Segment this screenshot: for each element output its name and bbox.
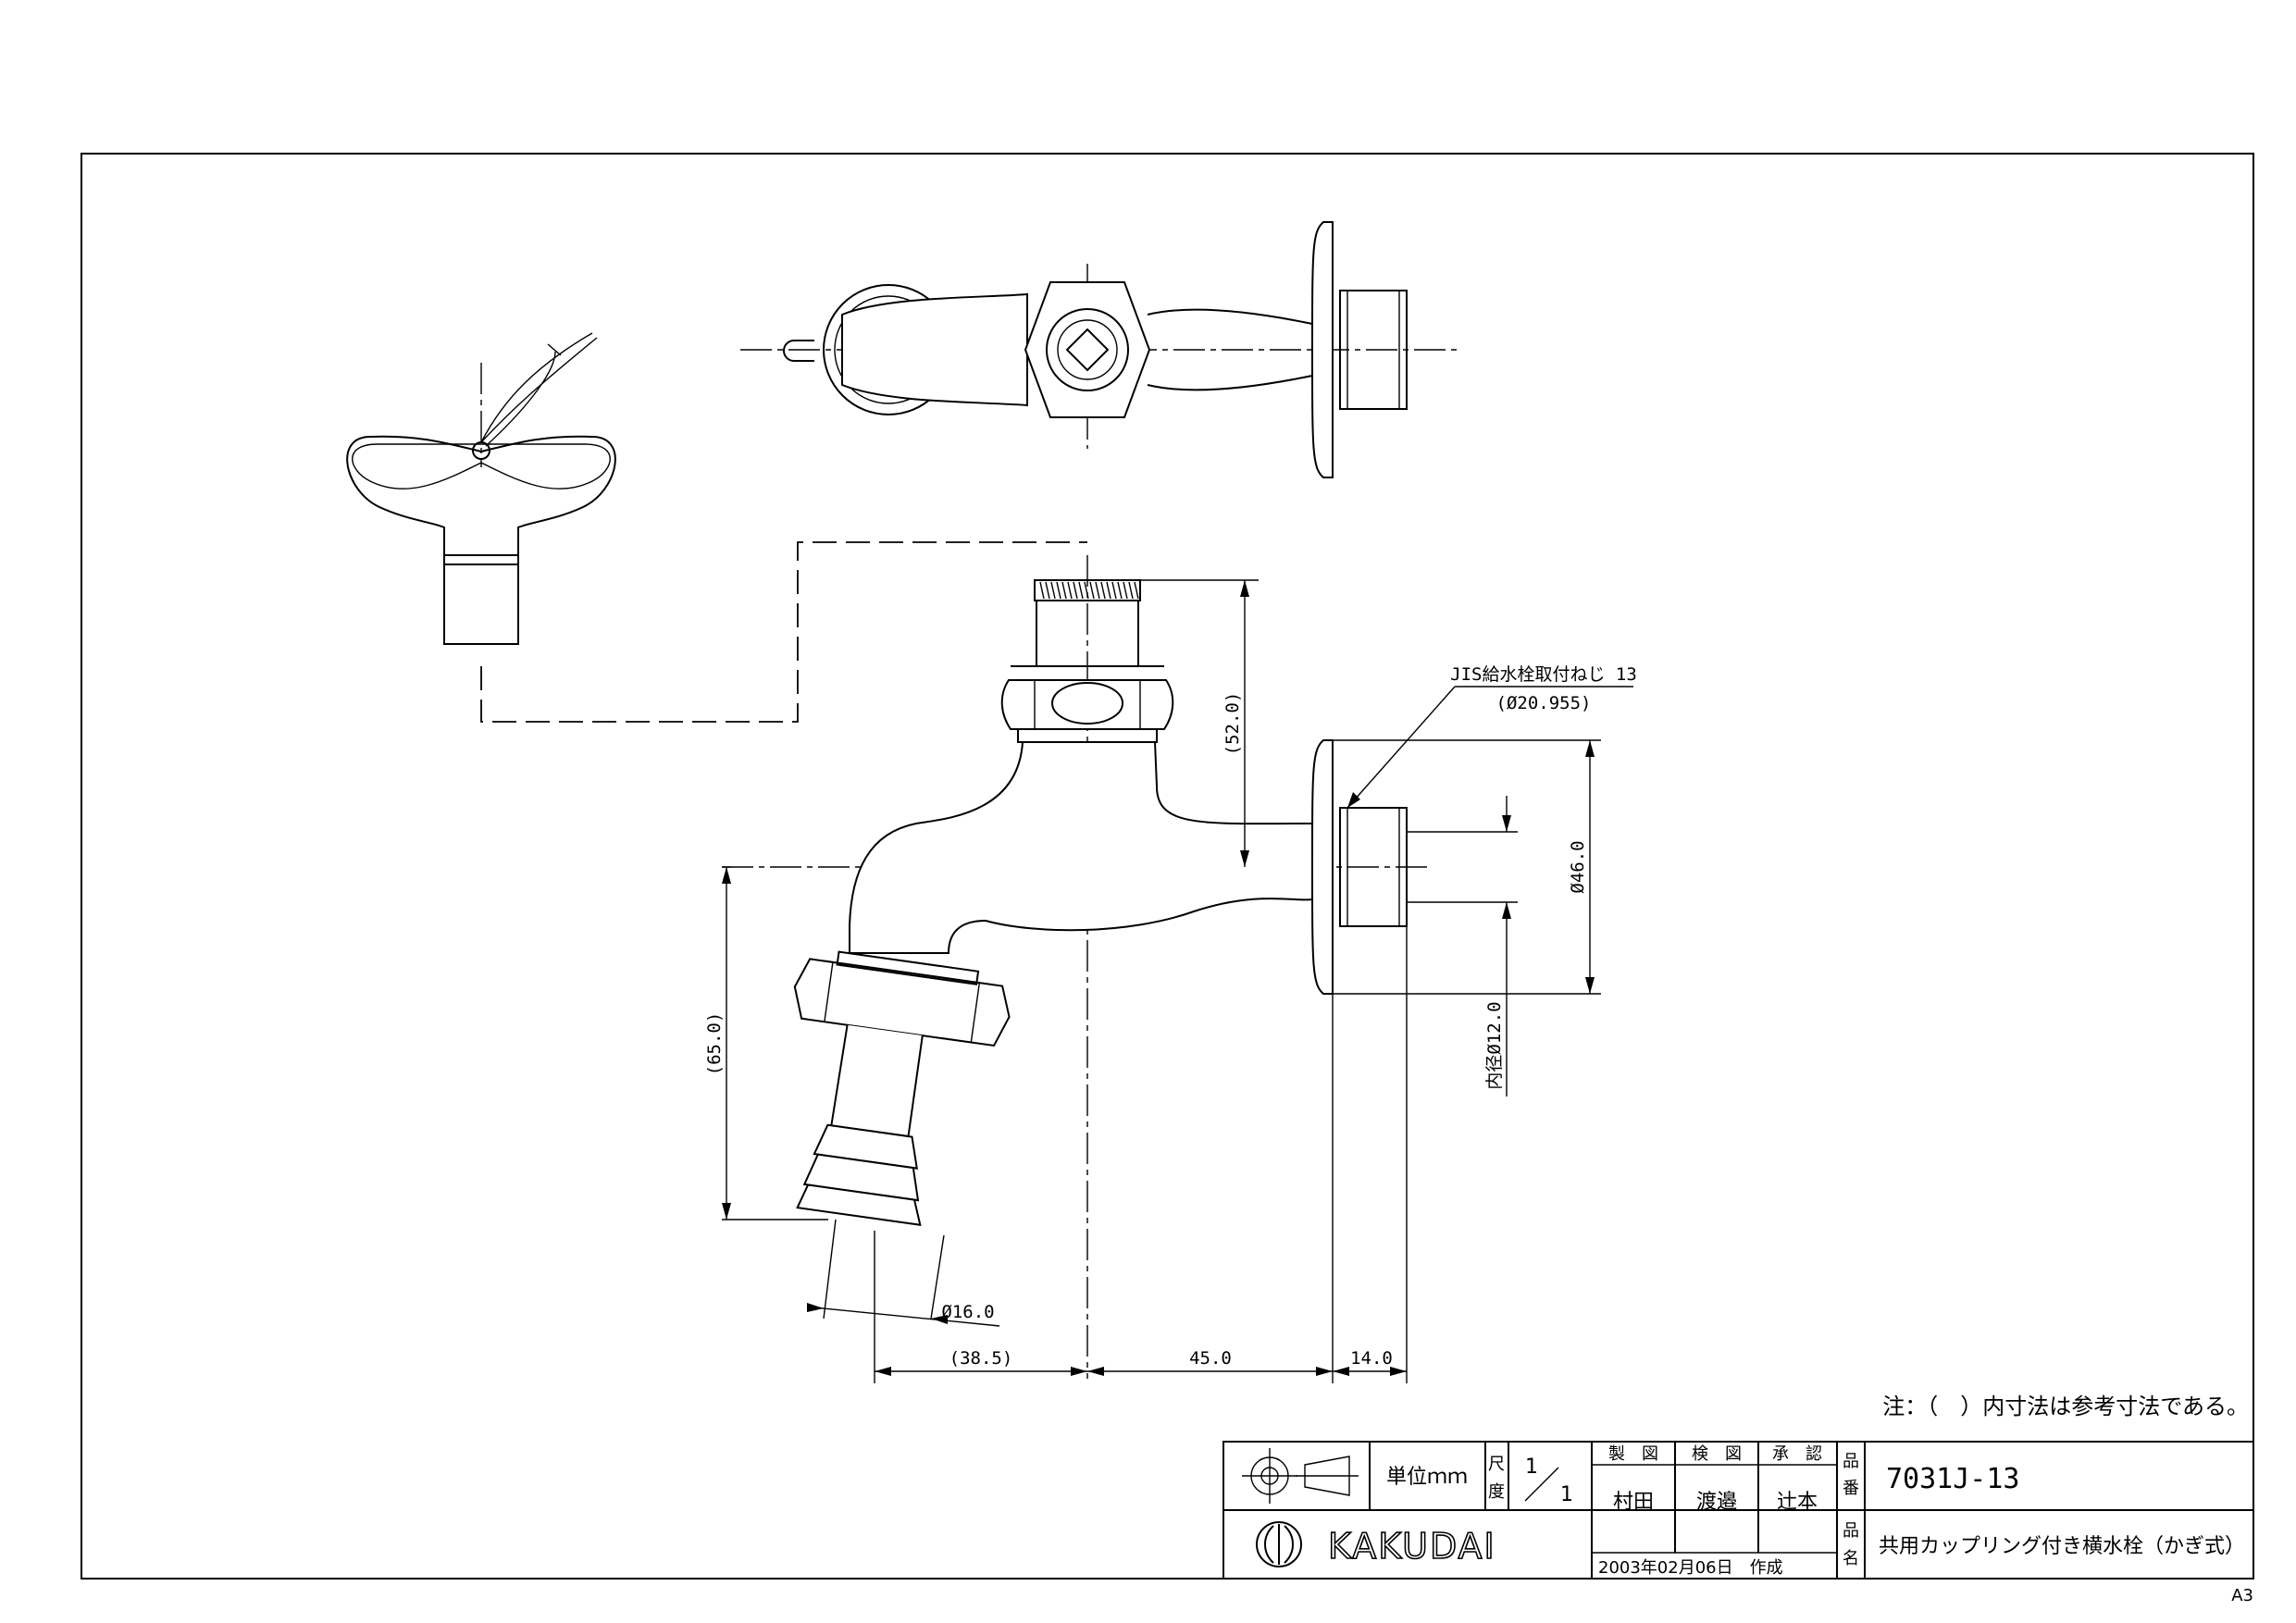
key-handle-outline bbox=[346, 435, 616, 565]
check-label: 検 図 bbox=[1692, 1444, 1742, 1464]
dim-length-body: 45.0 bbox=[1189, 1348, 1232, 1369]
front-knurled-cap bbox=[1034, 579, 1141, 601]
front-body bbox=[849, 741, 1313, 954]
check-name: 渡邉 bbox=[1696, 1491, 1737, 1514]
front-coupling-group bbox=[793, 950, 1011, 1226]
dim-hose-dia: Ø16.0 bbox=[941, 1302, 994, 1322]
key-string-2 bbox=[480, 337, 598, 443]
knurl-line bbox=[1061, 581, 1067, 600]
front-thread bbox=[1339, 807, 1408, 927]
made-name: 村田 bbox=[1613, 1491, 1654, 1514]
kakudai-logo-text: KAKUDAI bbox=[1328, 1526, 1496, 1567]
dim-length-thread: 14.0 bbox=[1350, 1348, 1393, 1369]
scale-numerator: 1 bbox=[1525, 1456, 1538, 1479]
third-angle-projection-icon bbox=[1242, 1448, 1359, 1504]
kakudai-logo-icon bbox=[1256, 1521, 1302, 1567]
front-hose-barb-2 bbox=[802, 1153, 920, 1202]
knurl-line bbox=[1045, 581, 1050, 600]
knurl-line bbox=[1100, 581, 1106, 600]
front-flange bbox=[1311, 739, 1334, 995]
approve-label: 承 認 bbox=[1772, 1444, 1822, 1464]
front-hex-nut bbox=[1000, 679, 1174, 730]
knurl-line bbox=[1050, 581, 1056, 600]
top-square-key-socket bbox=[1065, 328, 1110, 372]
key-inner-loop bbox=[352, 443, 611, 489]
top-view bbox=[740, 221, 1462, 478]
knurl-line bbox=[1134, 581, 1139, 600]
key-insertion-path bbox=[480, 541, 1087, 723]
knurl-line bbox=[1084, 581, 1089, 600]
thread-dia-label: (Ø20.955) bbox=[1496, 693, 1592, 713]
top-flange bbox=[1311, 221, 1334, 478]
dim-height-spout: (65.0) bbox=[704, 1012, 725, 1076]
name-label-2: 名 bbox=[1843, 1549, 1859, 1568]
knurl-line bbox=[1039, 581, 1045, 600]
key-view bbox=[346, 332, 616, 645]
name-label-1: 品 bbox=[1843, 1521, 1859, 1541]
front-knurl-lines bbox=[1039, 581, 1139, 600]
knurl-line bbox=[1128, 581, 1134, 600]
knurl-line bbox=[1111, 581, 1117, 600]
top-spout-tip bbox=[783, 340, 814, 362]
top-stem-circle-outer bbox=[1046, 308, 1129, 391]
dimensions: (52.0) (65.0) Ø46.0 内径Ø12.0 JIS給水栓取付ねじ 1… bbox=[704, 579, 1637, 1383]
top-thread bbox=[1339, 290, 1408, 410]
title-block: 単位ｍｍ 尺 度 1 1 製 図 検 図 承 認 村田 渡邉 辻本 品 番 70… bbox=[1222, 1441, 2254, 1580]
knurl-line bbox=[1117, 581, 1123, 600]
top-hex-nut bbox=[1024, 281, 1151, 418]
key-string-3 bbox=[485, 351, 556, 447]
knurl-line bbox=[1056, 581, 1061, 600]
part-number: 7031J-13 bbox=[1886, 1463, 2020, 1495]
knurl-line bbox=[1123, 581, 1128, 600]
creation-date: 2003年02月06日 作成 bbox=[1598, 1558, 1783, 1578]
dim-height-top: (52.0) bbox=[1222, 692, 1243, 756]
drawing-border bbox=[81, 153, 2254, 1580]
knurl-line bbox=[1067, 581, 1073, 600]
reference-dimension-note: 注：（ ）内寸法は参考寸法である。 bbox=[1882, 1394, 2249, 1419]
unit-label: 単位ｍｍ bbox=[1386, 1466, 1468, 1489]
dim-inner-dia: 内径Ø12.0 bbox=[1484, 1001, 1505, 1089]
key-shank bbox=[443, 554, 519, 645]
key-string-knot bbox=[547, 343, 562, 356]
thread-leader bbox=[1347, 686, 1456, 809]
knurl-line bbox=[1089, 581, 1095, 600]
dim-line-16 bbox=[813, 1307, 1000, 1327]
front-hose-barb-3 bbox=[796, 1183, 922, 1226]
thread-spec-label: JIS給水栓取付ねじ 13 bbox=[1450, 664, 1637, 685]
front-hose-shank bbox=[830, 1024, 924, 1138]
knurl-line bbox=[1073, 581, 1078, 600]
key-string-1 bbox=[480, 332, 593, 443]
sheet-size: A3 bbox=[2231, 1586, 2253, 1605]
knurl-line bbox=[1095, 581, 1100, 600]
scale-denominator: 1 bbox=[1560, 1483, 1573, 1506]
knurl-line bbox=[1106, 581, 1111, 600]
knurl-line bbox=[1078, 581, 1084, 600]
top-body bbox=[841, 292, 1028, 407]
front-hex-center-face bbox=[1051, 682, 1123, 725]
approve-name: 辻本 bbox=[1777, 1491, 1818, 1514]
scale-label-2: 度 bbox=[1488, 1482, 1505, 1502]
top-stem-circle-inner bbox=[1057, 319, 1118, 380]
product-name: 共用カップリング付き横水栓（かぎ式） bbox=[1879, 1535, 2245, 1558]
front-view bbox=[722, 555, 1430, 1379]
part-no-label-2: 番 bbox=[1843, 1479, 1859, 1498]
scale-label-1: 尺 bbox=[1488, 1455, 1505, 1474]
dim-offset-spout: (38.5) bbox=[949, 1348, 1013, 1369]
scale-slash bbox=[1524, 1467, 1559, 1502]
dim-flange-dia: Ø46.0 bbox=[1568, 840, 1588, 893]
made-label: 製 図 bbox=[1608, 1444, 1658, 1464]
part-no-label-1: 品 bbox=[1843, 1452, 1859, 1471]
